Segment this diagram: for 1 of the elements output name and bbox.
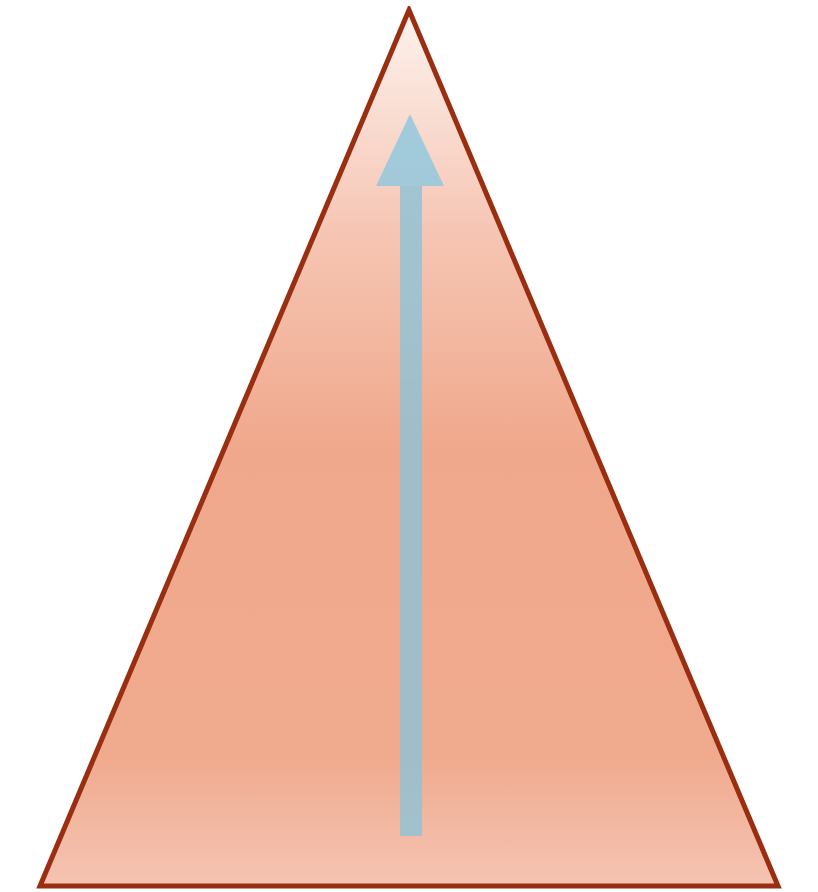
triangle-shape (36, 6, 782, 890)
